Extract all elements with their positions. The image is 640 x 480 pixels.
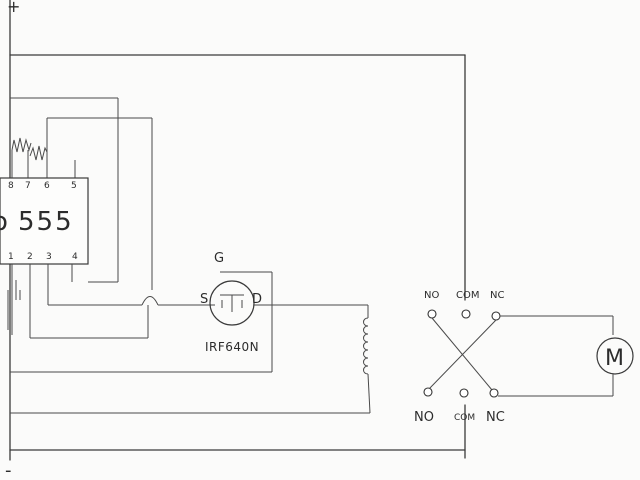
capacitor-symbol	[7, 280, 21, 330]
relay-top-com-terminal	[461, 309, 471, 319]
relay-top-nc-terminal	[491, 311, 501, 321]
motor-label: M	[605, 346, 624, 371]
ic-pin-4: 4	[72, 252, 78, 262]
mosfet-part-number: IRF640N	[205, 340, 259, 354]
resistor-r2	[29, 145, 48, 161]
ic-pin-3: 3	[46, 252, 52, 262]
relay-bottom-nc: NC	[486, 410, 505, 425]
ic-pin-5: 5	[71, 181, 77, 191]
coil-bottom-lead	[367, 373, 371, 414]
relay-top-no-terminal	[427, 309, 437, 319]
wire-crossover-hop	[141, 296, 159, 306]
relay-cross-a	[431, 317, 493, 391]
source-label: S	[200, 292, 208, 307]
ic-555-body	[0, 177, 89, 265]
motor-symbol	[596, 337, 634, 375]
relay-top-com: COM	[456, 290, 479, 301]
relay-bottom-no-terminal	[423, 387, 433, 397]
relay-top-nc: NC	[490, 290, 504, 301]
relay-bottom-no: NO	[414, 410, 434, 425]
relay-bottom-nc-terminal	[489, 388, 499, 398]
positive-label: +	[7, 0, 20, 16]
ic-pin-8: 8	[8, 181, 14, 191]
ic-prefix: o	[0, 207, 10, 237]
relay-bottom-com-terminal	[459, 388, 469, 398]
relay-cross-b	[427, 319, 497, 391]
relay-top-no: NO	[424, 290, 439, 301]
ic-pin-7: 7	[25, 181, 31, 191]
resistor-r1	[11, 137, 32, 153]
drain-label: D	[252, 292, 262, 307]
ic-pin-6: 6	[44, 181, 50, 191]
relay-coil	[363, 317, 369, 375]
ic-name: 555	[18, 207, 74, 237]
relay-bottom-com: COM	[454, 413, 475, 423]
gate-label: G	[214, 251, 224, 266]
ic-pin-2: 2	[27, 252, 33, 262]
ic-pin-1: 1	[8, 252, 14, 262]
mosfet-body	[209, 280, 255, 326]
negative-label: -	[5, 460, 12, 480]
